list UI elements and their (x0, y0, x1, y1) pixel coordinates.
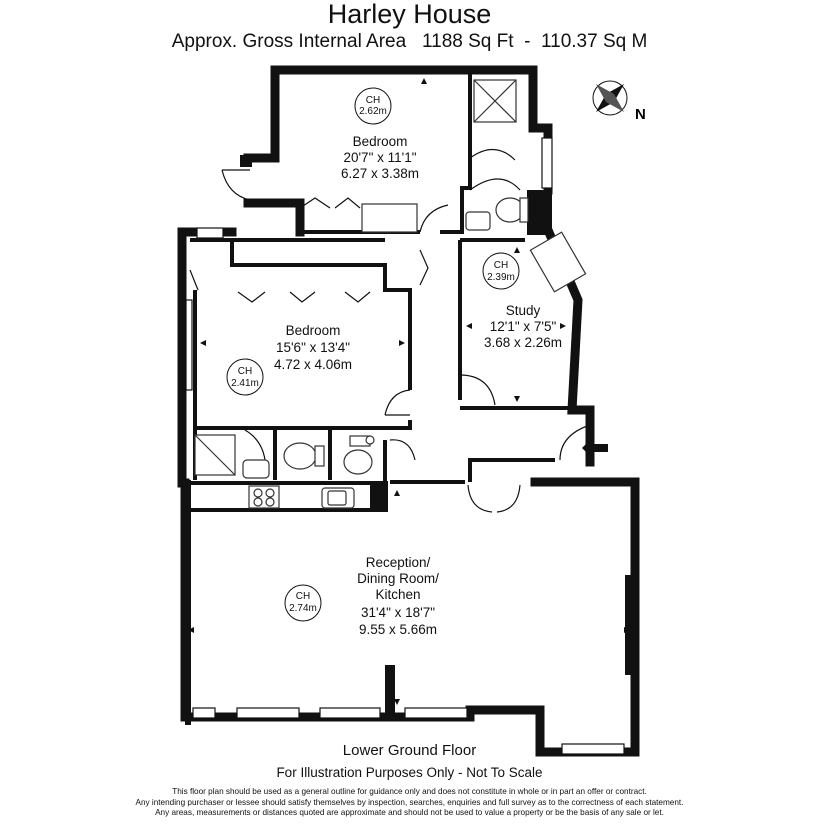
ceiling-height-label: CH (494, 260, 508, 271)
room-size-imperial: 15'6" x 13'4" (276, 340, 350, 355)
ceiling-height-label: CH (296, 591, 310, 602)
room-name-line-2: Dining Room/ (357, 571, 439, 586)
ceiling-height-label: CH (238, 366, 252, 377)
doors (189, 148, 591, 513)
windows (185, 137, 625, 755)
room-name-line-1: Reception/ (366, 555, 431, 570)
room-name: Bedroom (286, 323, 341, 338)
disclaimer: This floor plan should be used as a gene… (0, 787, 819, 819)
room-size-metric: 9.55 x 5.66m (359, 622, 437, 637)
fixtures (194, 79, 587, 509)
gross-internal-area: Approx. Gross Internal Area 1188 Sq Ft -… (171, 31, 648, 52)
room-size-imperial: 12'1" x 7'5" (490, 319, 557, 334)
wall-blocks (185, 155, 637, 725)
ceiling-height-label: CH (366, 95, 380, 106)
ceiling-height-value: 2.41m (231, 378, 259, 389)
measure-ticks (188, 78, 630, 705)
plan-title: Harley House (327, 0, 492, 29)
disclaimer-line: Any areas, measurements or distances quo… (155, 808, 664, 817)
compass-icon (592, 80, 628, 116)
room-bedroom-1: CH 2.62m Bedroom 20'7" x 11'1" 6.27 x 3.… (341, 87, 419, 181)
room-name-line-3: Kitchen (375, 587, 420, 602)
entrance-arrow-icon (582, 438, 608, 458)
ceiling-height-value: 2.39m (487, 272, 515, 283)
room-size-metric: 3.68 x 2.26m (484, 335, 562, 350)
ceiling-height-value: 2.74m (289, 603, 317, 614)
room-name: Study (506, 303, 541, 318)
floor-name: Lower Ground Floor (342, 742, 477, 759)
room-size-metric: 4.72 x 4.06m (274, 357, 352, 372)
room-reception: CH 2.74m Reception/ Dining Room/ Kitchen… (284, 555, 439, 637)
room-study: CH 2.39m Study 12'1" x 7'5" 3.68 x 2.26m (482, 252, 562, 350)
room-bedroom-2: CH 2.41m Bedroom 15'6" x 13'4" 4.72 x 4.… (226, 323, 352, 396)
disclaimer-line: Any intending purchaser or lessee should… (135, 797, 684, 807)
ceiling-height-value: 2.62m (359, 106, 387, 117)
room-name: Bedroom (353, 134, 408, 149)
room-size-metric: 6.27 x 3.38m (341, 166, 419, 181)
room-size-imperial: 20'7" x 11'1" (343, 150, 416, 165)
disclaimer-line: This floor plan should be used as a gene… (172, 787, 647, 796)
room-size-imperial: 31'4" x 18'7" (361, 605, 435, 620)
compass-north-label: N (635, 106, 646, 123)
scale-note: For Illustration Purposes Only - Not To … (276, 765, 543, 780)
